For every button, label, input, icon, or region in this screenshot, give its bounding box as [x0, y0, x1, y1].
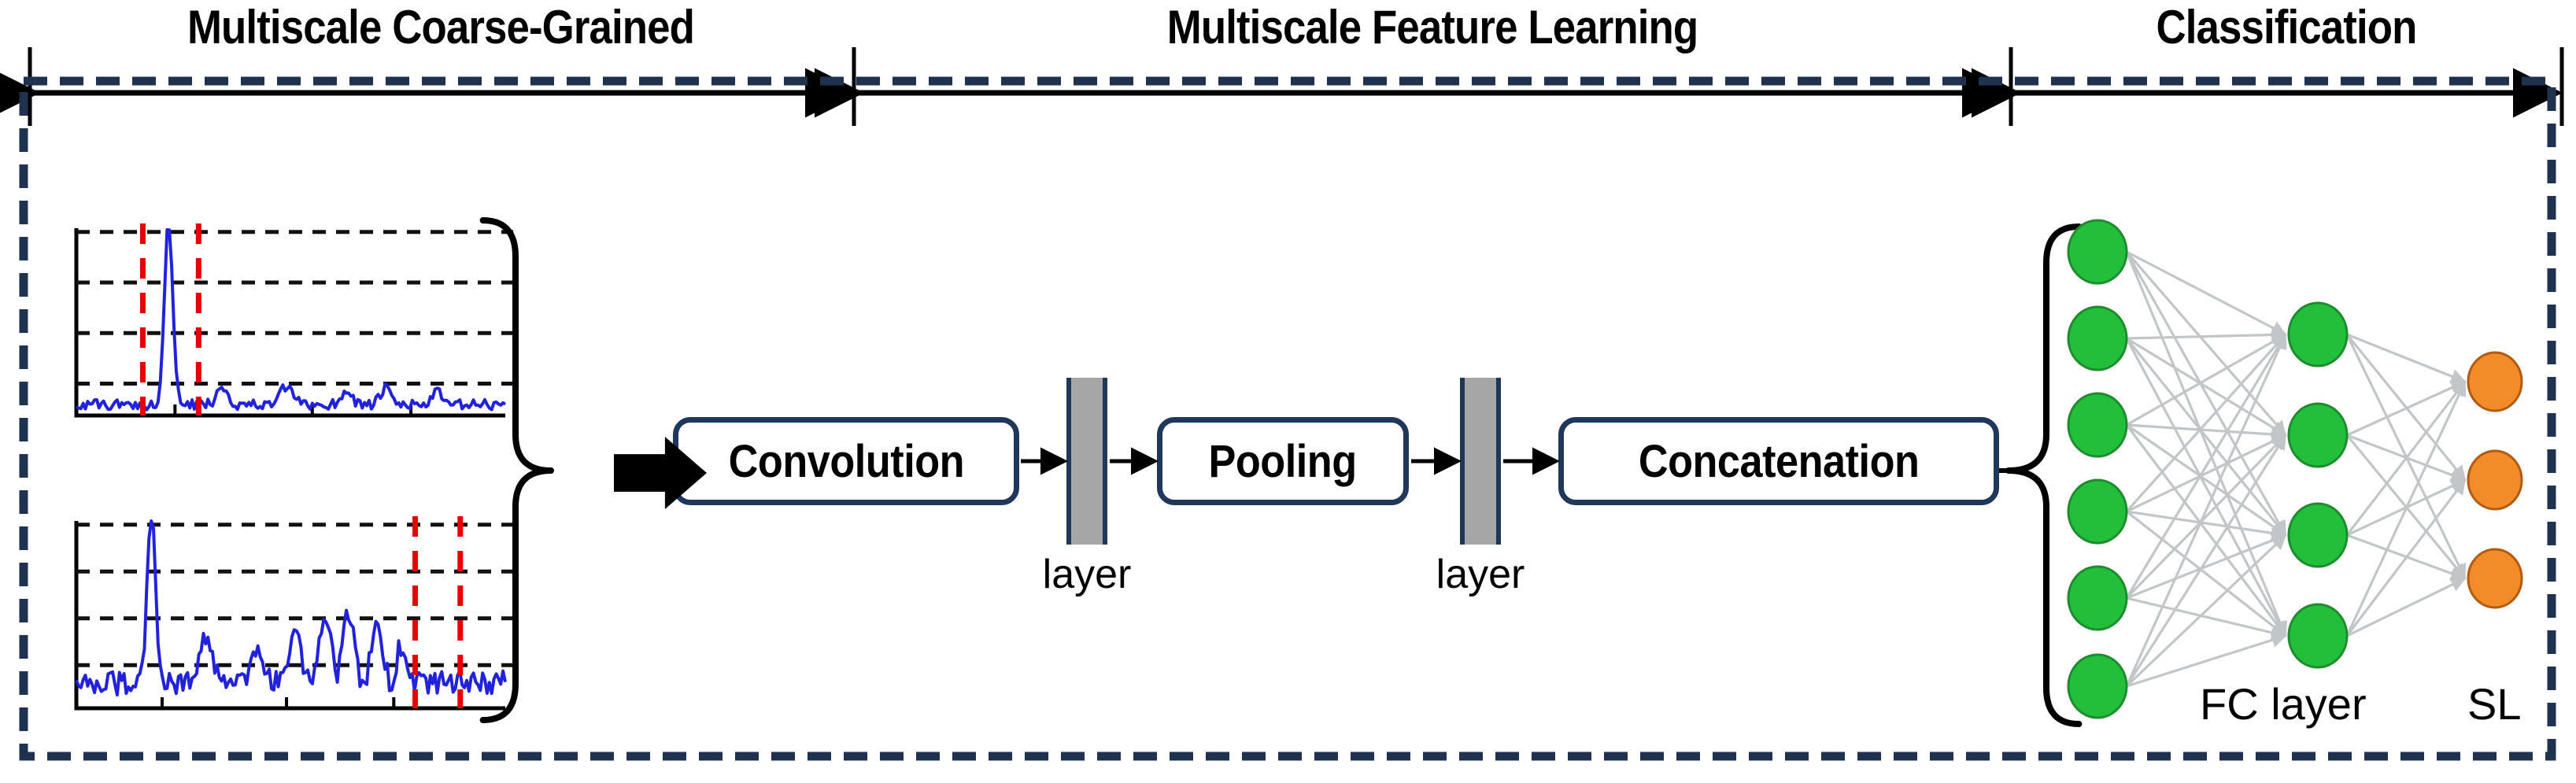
coarse-grained-plot-bottom-signal-trace: [75, 519, 507, 696]
edge-fc-sl-1-0: [2346, 380, 2467, 437]
edge-input-fc-3-3: [2126, 510, 2287, 637]
coarse-grained-plot-bottom-axes: [74, 521, 505, 711]
edge-input-fc-4-0: [2125, 333, 2287, 599]
input-node-2[interactable]: [2067, 392, 2128, 458]
sl-node-2[interactable]: [2467, 548, 2523, 609]
fc-node-2[interactable]: [2287, 502, 2349, 568]
sl-layer-label: SL: [2467, 679, 2522, 729]
edge-input-fc-1-0: [2126, 327, 2287, 343]
edge-input-fc-5-2: [2125, 534, 2287, 688]
input-node-5[interactable]: [2067, 653, 2128, 719]
edge-input-fc-0-0: [2126, 250, 2287, 336]
edge-input-fc-4-2: [2126, 533, 2287, 600]
concatenation-label: Concatenation: [1638, 435, 1920, 487]
input-node-1[interactable]: [2067, 305, 2128, 371]
convolution-box[interactable]: Convolution: [673, 417, 1019, 505]
pooling-box[interactable]: Pooling: [1157, 417, 1409, 505]
fc-node-3[interactable]: [2287, 603, 2349, 669]
layer-bar-1: [1066, 378, 1107, 545]
convolution-label: Convolution: [728, 435, 964, 487]
edge-input-fc-3-2: [2126, 510, 2287, 541]
edge-fc-sl-2-0: [2345, 380, 2467, 536]
layer-bar-2-label: layer: [1436, 552, 1525, 597]
edge-input-fc-1-2: [2125, 337, 2287, 537]
edge-input-fc-0-1: [2125, 250, 2287, 437]
edge-input-fc-2-3: [2125, 424, 2287, 637]
input-block-arrow: [614, 437, 707, 509]
layer-bar-2: [1460, 378, 1501, 545]
edge-input-fc-1-3: [2125, 338, 2287, 637]
section-title-coarse-grained: Multiscale Coarse-Grained: [187, 1, 695, 54]
edge-input-fc-5-3: [2126, 633, 2287, 688]
edge-input-fc-0-3: [2125, 251, 2288, 637]
concatenation-box[interactable]: Concatenation: [1558, 417, 1999, 505]
edge-input-fc-2-1: [2126, 423, 2287, 442]
coarse-grained-plot-top-signal-trace: [76, 228, 507, 412]
pipeline-dashed-frame: [19, 76, 2556, 761]
edge-fc-sl-3-2: [2346, 577, 2467, 637]
sl-node-1[interactable]: [2467, 449, 2523, 511]
edge-fc-sl-3-1: [2345, 478, 2467, 637]
edge-input-fc-1-1: [2126, 337, 2287, 437]
edge-input-fc-4-1: [2125, 434, 2287, 600]
edge-input-fc-3-1: [2126, 434, 2287, 513]
input-node-0[interactable]: [2067, 219, 2128, 285]
output-grouping-brace: [2005, 223, 2083, 727]
edge-input-fc-2-0: [2126, 333, 2287, 427]
input-grouping-brace: [479, 217, 554, 723]
edge-input-fc-5-0: [2125, 333, 2287, 687]
edge-input-fc-2-2: [2126, 423, 2287, 537]
input-node-3[interactable]: [2067, 478, 2128, 545]
fc-node-0[interactable]: [2287, 301, 2349, 367]
edge-fc-sl-3-0: [2345, 380, 2467, 637]
section-title-feature-learning: Multiscale Feature Learning: [1166, 1, 1698, 54]
coarse-grained-plot-top-axes: [74, 228, 505, 418]
edge-input-fc-5-1: [2125, 434, 2287, 687]
input-node-4[interactable]: [2067, 565, 2128, 631]
fc-layer-label: FC layer: [2200, 679, 2367, 729]
layer-bar-1-label: layer: [1042, 552, 1132, 597]
edge-input-fc-0-2: [2125, 251, 2287, 537]
fc-node-1[interactable]: [2287, 402, 2349, 468]
pooling-label: Pooling: [1208, 435, 1358, 487]
edge-fc-sl-0-0: [2346, 333, 2467, 384]
edge-input-fc-4-3: [2126, 596, 2287, 641]
section-title-classification: Classification: [2156, 1, 2418, 54]
sl-node-0[interactable]: [2467, 351, 2523, 412]
edge-input-fc-3-0: [2125, 333, 2287, 513]
